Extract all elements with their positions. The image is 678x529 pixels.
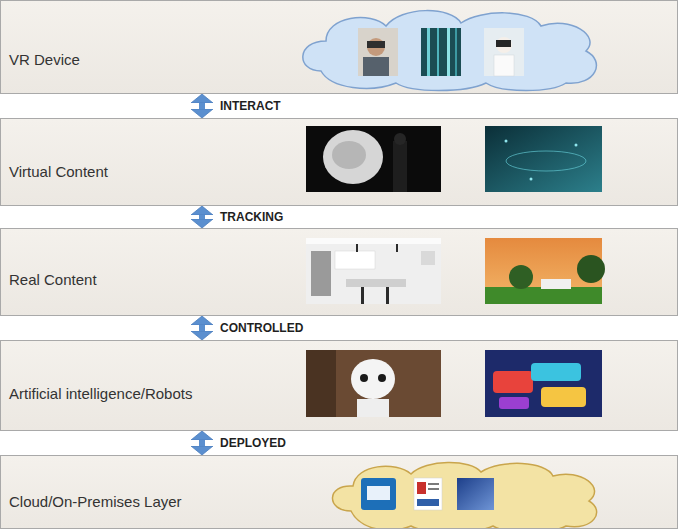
virtual-photo-part — [485, 126, 602, 192]
virtual-photo-part — [323, 130, 383, 184]
cloud-icon — [414, 478, 442, 510]
cloud-icon-part — [414, 478, 442, 510]
kitchen-photo-part — [421, 251, 435, 265]
vr-photo-part — [496, 37, 512, 53]
cloud-icon-part — [417, 499, 439, 506]
vr-photo-part — [367, 38, 385, 56]
cloud-icon-part — [361, 478, 396, 510]
cloud-icon-part — [428, 488, 439, 490]
landscape-photo — [485, 238, 605, 304]
virtual-photo-part — [530, 178, 533, 181]
colorful-photo-part — [499, 397, 529, 409]
virtual-photo-part — [506, 151, 586, 171]
kitchen-photo — [306, 238, 441, 304]
cloud-icon-part — [428, 483, 439, 485]
layer-band: Cloud/On-Premises Layer — [0, 455, 678, 529]
layer-name: VR Device — [1, 51, 80, 68]
colorful-photo-part — [485, 350, 602, 417]
robot-photo — [306, 350, 441, 417]
robot-photo-part — [378, 374, 386, 382]
cloud-icon-part — [457, 478, 494, 510]
layer-name: Virtual Content — [1, 163, 108, 180]
double-arrow — [199, 325, 205, 331]
real-content-pictures — [1, 229, 678, 316]
kitchen-photo-part — [386, 287, 389, 304]
vr-photo — [358, 28, 398, 76]
vr-photo-part — [455, 28, 457, 76]
robot-photo-part — [357, 399, 389, 417]
vr-photo-part — [363, 57, 389, 76]
vr-photo-part — [437, 28, 439, 76]
double-arrow — [199, 440, 205, 446]
vr-photo-part — [484, 28, 524, 76]
layer-name: Real Content — [1, 271, 97, 288]
kitchen-photo-part — [361, 287, 364, 304]
landscape-photo-part — [577, 255, 605, 283]
virtual-photo-part — [306, 126, 441, 192]
kitchen-photo-part — [306, 238, 441, 244]
virtual-photo-part — [394, 133, 406, 145]
edge-label: CONTROLLED — [218, 321, 305, 335]
edge-label: DEPLOYED — [218, 436, 288, 450]
vr-device-cloud — [1, 1, 678, 94]
robot-photo-part — [360, 374, 368, 382]
layer-band: VR Device — [0, 0, 678, 94]
robot-photo-part — [306, 350, 441, 417]
landscape-photo-part — [541, 279, 571, 289]
edge-label: TRACKING — [218, 210, 285, 224]
colorful-photo-part — [493, 371, 533, 393]
landscape-photo-part — [485, 287, 602, 304]
cloud-shape — [303, 11, 597, 91]
cloud-icon — [457, 478, 494, 510]
virtual-photo-part — [332, 141, 366, 169]
cloud-shape — [332, 462, 596, 529]
edge-label: INTERACT — [218, 99, 283, 113]
layer-band: Real Content — [0, 228, 678, 316]
kitchen-photo-part — [356, 244, 358, 252]
virtual-photo-part — [575, 144, 578, 147]
layer-name: Artificial intelligence/Robots — [1, 385, 192, 402]
vr-photo-part — [496, 40, 511, 47]
double-arrow — [199, 215, 205, 219]
vr-photo-part — [447, 28, 450, 76]
layer-name: Cloud/On-Premises Layer — [1, 493, 182, 510]
vr-photo-part — [421, 28, 461, 76]
vr-photo — [421, 28, 461, 76]
kitchen-photo-part — [311, 251, 331, 296]
layer-band: Virtual Content — [0, 118, 678, 206]
kitchen-photo-part — [335, 251, 375, 269]
vr-photo-part — [358, 28, 398, 76]
kitchen-photo-part — [346, 279, 406, 287]
robot-photo-part — [351, 359, 395, 399]
cloud-icon-part — [367, 486, 390, 500]
landscape-photo-part — [509, 265, 533, 289]
vr-photo-part — [494, 55, 514, 76]
double-arrow — [199, 103, 205, 109]
vr-photo-part — [427, 28, 430, 76]
colorful-photo-part — [541, 387, 586, 407]
virtual-photo — [485, 126, 602, 192]
virtual-photo — [306, 126, 441, 192]
vr-photo-part — [367, 41, 385, 48]
robot-photo-part — [306, 350, 336, 417]
vr-photo — [484, 28, 524, 76]
kitchen-photo-part — [306, 238, 441, 304]
virtual-photo-part — [393, 141, 407, 192]
colorful-photo-part — [531, 363, 581, 381]
cloud-icon-part — [417, 482, 426, 494]
virtual-photo-part — [505, 140, 508, 143]
cloud-icon — [361, 478, 396, 510]
layer-band: Artificial intelligence/Robots — [0, 340, 678, 431]
kitchen-photo-part — [396, 244, 398, 252]
colorful-photo — [485, 350, 602, 417]
